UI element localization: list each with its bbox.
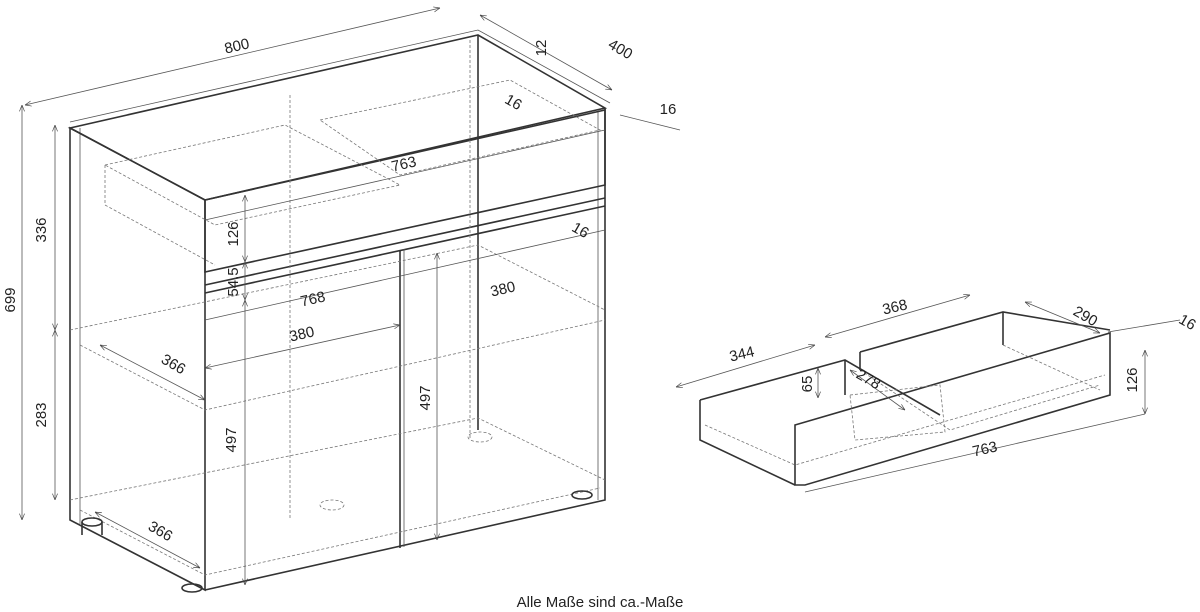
dim-drawer-front-height: 126 [225,221,242,246]
cabinet-top [67,34,608,201]
dim-drawer-front-length: 344 [728,343,756,365]
dim-drawer-inner-depth: 278 [853,366,883,393]
dim-drawer-front-thickness: 16 [1176,311,1199,334]
dim-total-height: 699 [2,287,19,312]
foot [181,583,203,593]
dim-door-height-left: 497 [223,427,240,452]
caption: Alle Maße sind ca.-Maße [516,594,684,611]
dim-front-side-gap: 16 [569,219,592,242]
dim-door-height-right: 497 [417,385,434,410]
dim-drawer-side-height: 65 [799,376,816,393]
cabinet-labels: 800 400 12 16 16 763 126 16 54.5 768 380… [2,35,676,545]
drawer-drawing [699,311,1111,486]
drawer-front-panel [794,331,1111,486]
cabinet-left-side [69,126,206,592]
dim-gap-height: 54.5 [225,267,242,296]
dim-upper-height: 336 [33,217,50,242]
foot [571,490,593,500]
dim-side-thickness: 16 [660,101,677,118]
dim-drawer-inner-width: 763 [390,153,418,175]
dim-lower-height: 283 [33,402,50,427]
dim-shelf-depth: 366 [158,351,188,378]
dim-drawer-rear-length: 368 [881,296,909,318]
cabinet-drawing [67,29,611,593]
dim-door-total-width: 768 [299,288,327,310]
drawer-labels: 368 290 16 344 65 278 126 763 [728,296,1199,460]
dim-top-thickness: 12 [533,40,550,57]
dim-width: 800 [223,35,251,57]
drawer-dimensions [676,295,1181,493]
dim-depth: 400 [605,36,635,63]
foot [81,517,103,527]
cabinet-dimensions [22,8,681,585]
dim-door-width-right: 380 [489,278,517,300]
dim-drawer-total-length: 763 [971,438,999,460]
dim-drawer-side-depth: 290 [1070,303,1100,330]
dim-drawer-front-height: 126 [1124,367,1141,392]
dim-door-width-left: 380 [288,323,316,345]
cabinet-drawer-front [204,109,606,273]
dim-rear-inset: 16 [502,91,525,114]
